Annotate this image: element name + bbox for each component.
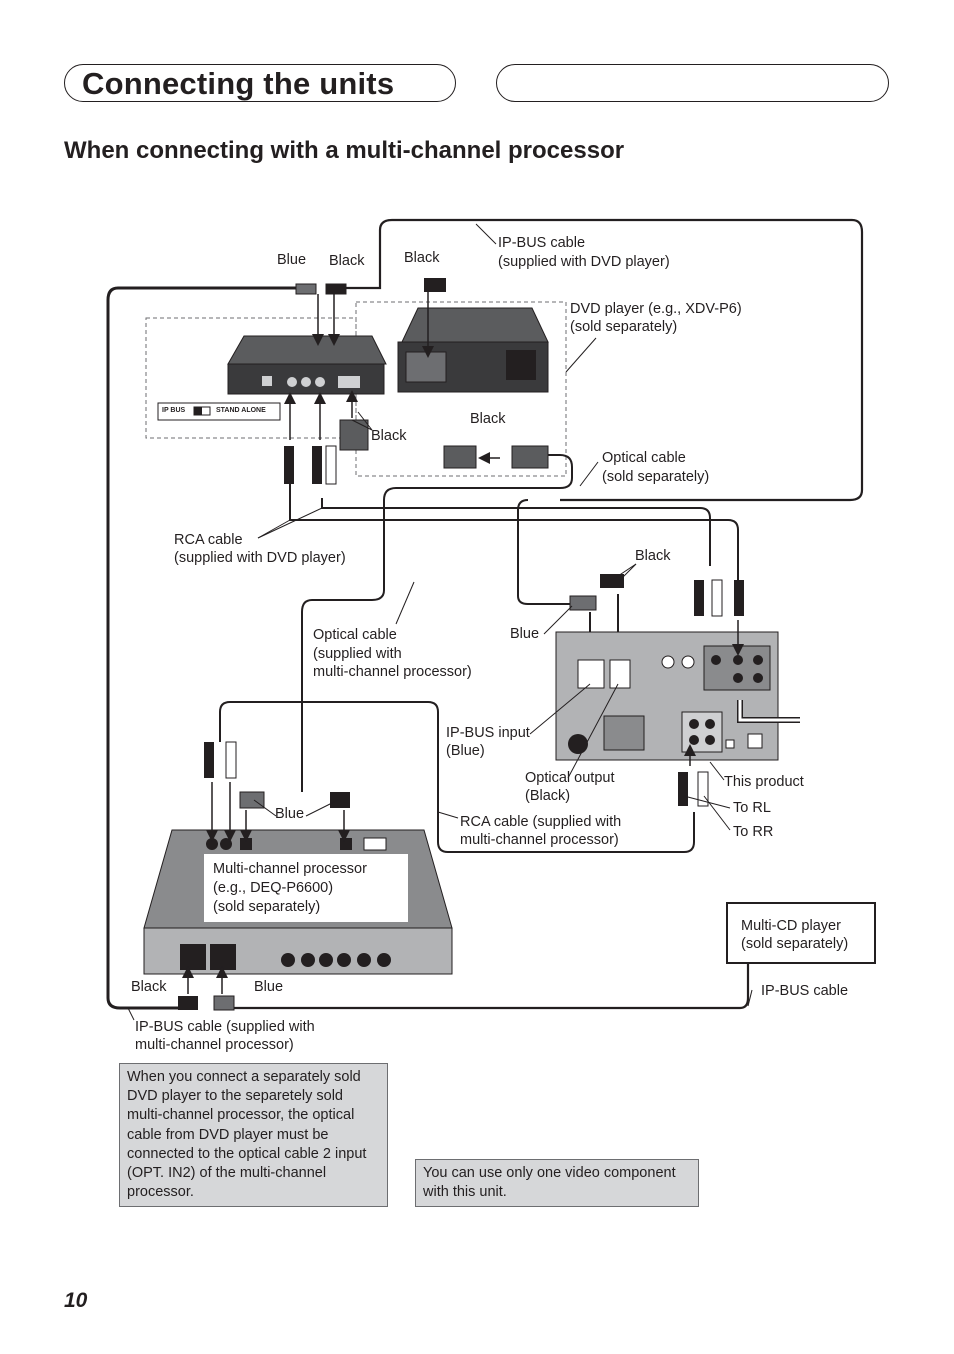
label-optical-output-1: Optical output bbox=[525, 770, 615, 786]
label-this-product: This product bbox=[724, 774, 804, 790]
optical-cable-dvd bbox=[301, 454, 573, 792]
label-ipbus-dvd-1: IP-BUS cable bbox=[498, 235, 586, 251]
label-dvd-player-2: (sold separately) bbox=[570, 319, 678, 335]
dvd-player-unit bbox=[397, 307, 549, 393]
rca-plug-rl bbox=[678, 772, 688, 806]
processor-label-box bbox=[204, 854, 408, 922]
ipbus-plug-black-top bbox=[325, 283, 347, 295]
optical-plug-adapter bbox=[339, 419, 369, 451]
optical-cable-mcp-2 bbox=[517, 499, 529, 511]
label-to-rl: To RL bbox=[733, 800, 771, 816]
switch-label-ipbus: IP BUS bbox=[162, 407, 186, 414]
rca-plug-mcp-1 bbox=[204, 742, 214, 778]
bottom-plug-black bbox=[178, 996, 198, 1010]
optical-cable-mcp bbox=[517, 510, 574, 605]
rca-plug-rr bbox=[697, 771, 709, 807]
label-bottom-black: Black bbox=[131, 979, 167, 995]
section-title-frame bbox=[64, 64, 456, 102]
label-ipbus-mcp-2: multi-channel processor) bbox=[135, 1037, 294, 1053]
label-optical-sold-1: Optical cable bbox=[602, 450, 686, 466]
multicd-label-2: (sold separately) bbox=[741, 936, 849, 952]
rca-cable-mcp bbox=[219, 701, 695, 853]
rca-plug-3 bbox=[325, 445, 337, 485]
label-ipbus-input-1: IP-BUS input bbox=[446, 725, 530, 741]
label-bottom-blue: Blue bbox=[254, 979, 284, 995]
optical-plug-right bbox=[511, 445, 549, 469]
page-subtitle: When connecting with a multi-channel pro… bbox=[64, 137, 625, 164]
proc-plug-black bbox=[330, 792, 350, 808]
label-ipbus-cable-right: IP-BUS cable bbox=[761, 983, 849, 999]
bottom-plug-blue bbox=[213, 995, 235, 1011]
rca-plug-1 bbox=[284, 446, 294, 484]
rca-plug-mcp-2 bbox=[225, 741, 237, 779]
processor-label-1: Multi-channel processor bbox=[213, 861, 367, 877]
note-dvd-optical: When you connect a separately sold DVD p… bbox=[119, 1063, 388, 1207]
label-black-dvd: Black bbox=[404, 250, 440, 266]
label-product-black: Black bbox=[635, 548, 671, 564]
label-blue-top: Blue bbox=[277, 252, 307, 268]
label-product-blue: Blue bbox=[510, 626, 540, 642]
ipbus-plug-dvd bbox=[424, 278, 446, 292]
multi-cd-player-box bbox=[726, 902, 876, 964]
rca-plug-product-3 bbox=[734, 580, 744, 616]
label-optical-black-right: Black bbox=[470, 411, 506, 427]
label-ipbus-mcp-1: IP-BUS cable (supplied with bbox=[135, 1019, 315, 1035]
optical-plug-left bbox=[443, 445, 477, 469]
product-plug-black bbox=[600, 574, 624, 588]
product-plug-blue bbox=[569, 595, 597, 611]
label-optical-mcp-2: (supplied with bbox=[313, 646, 402, 662]
label-rca-mcp-2: multi-channel processor) bbox=[460, 832, 619, 848]
label-rca-mcp-1: RCA cable (supplied with bbox=[460, 814, 622, 830]
label-optical-sold-2: (sold separately) bbox=[602, 469, 710, 485]
rca-plug-2 bbox=[312, 446, 322, 484]
processor-label-3: (sold separately) bbox=[213, 899, 321, 915]
ipbus-plug-blue-top bbox=[295, 283, 317, 295]
rca-cable-dvd-2 bbox=[321, 498, 711, 566]
ipbus-cable-top bbox=[344, 218, 864, 502]
label-optical-black-left: Black bbox=[371, 428, 407, 444]
label-optical-output-2: (Black) bbox=[525, 788, 571, 804]
label-black-top: Black bbox=[329, 253, 365, 269]
label-ipbus-dvd-2: (supplied with DVD player) bbox=[498, 254, 670, 270]
ipbus-cable-multicd bbox=[232, 964, 750, 1010]
ipbus-cable-loop bbox=[106, 286, 300, 1010]
rca-plug-product-2 bbox=[711, 579, 723, 617]
multicd-label-1: Multi-CD player bbox=[741, 918, 841, 934]
label-optical-mcp-3: multi-channel processor) bbox=[313, 664, 472, 680]
page-number: 10 bbox=[64, 1289, 88, 1312]
label-dvd-player-1: DVD player (e.g., XDV-P6) bbox=[570, 301, 742, 317]
rca-cable-dvd bbox=[289, 484, 739, 580]
switch-label-standalone: STAND ALONE bbox=[216, 407, 266, 414]
label-optical-mcp-1: Optical cable bbox=[313, 627, 397, 643]
proc-plug-blue bbox=[239, 791, 265, 809]
note-one-video-component: You can use only one video component wit… bbox=[415, 1159, 699, 1207]
processor-label-2: (e.g., DEQ-P6600) bbox=[213, 880, 334, 896]
empty-header-frame bbox=[496, 64, 889, 102]
label-rca-dvd-1: RCA cable bbox=[174, 532, 243, 548]
label-proc-blue: Blue bbox=[275, 806, 305, 822]
label-to-rr: To RR bbox=[733, 824, 774, 840]
label-ipbus-input-2: (Blue) bbox=[446, 743, 485, 759]
head-unit-rear bbox=[555, 631, 800, 761]
section-title: Connecting the units bbox=[82, 66, 395, 101]
dvd-adapter-unit bbox=[157, 335, 387, 421]
rca-plug-product-1 bbox=[694, 580, 704, 616]
label-rca-dvd-2: (supplied with DVD player) bbox=[174, 550, 346, 566]
